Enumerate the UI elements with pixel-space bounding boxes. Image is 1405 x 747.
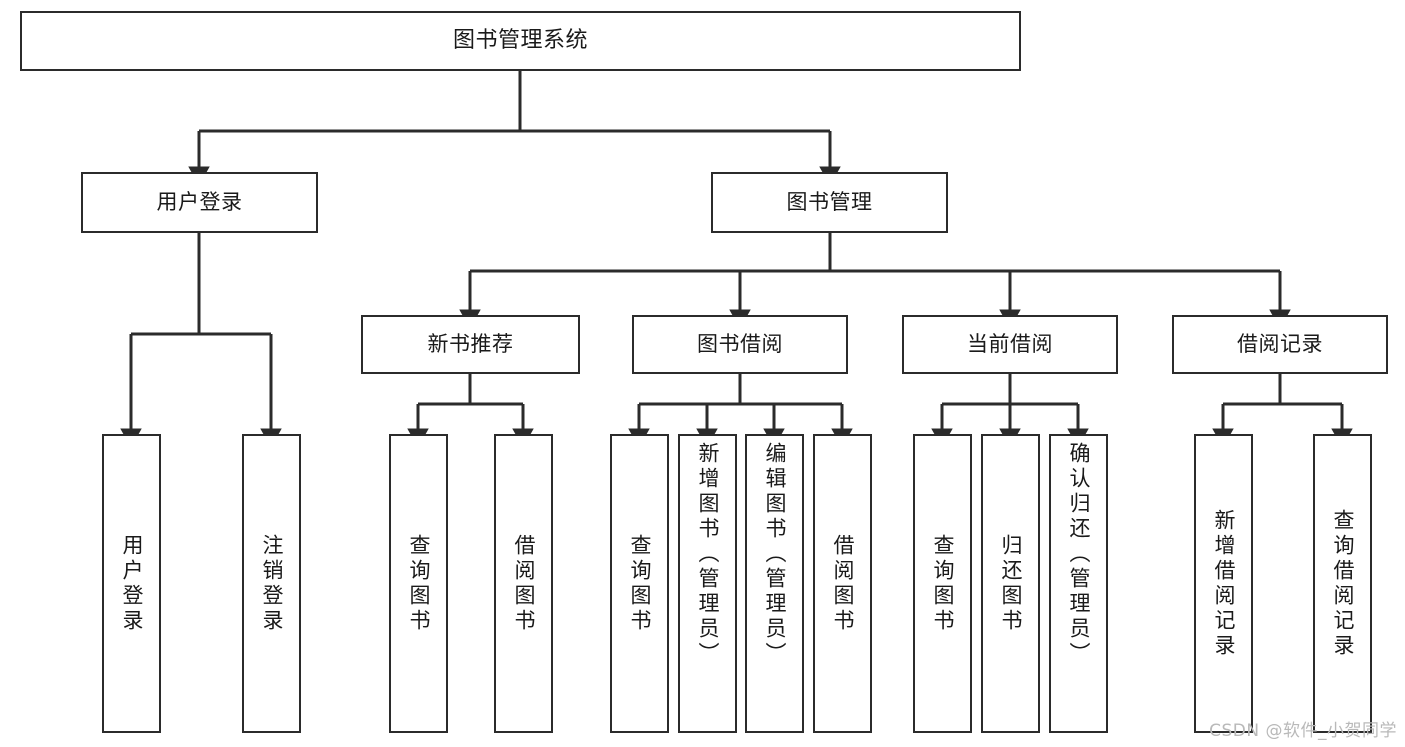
leaf-borrow-book-1-label: 借阅图书 <box>512 533 536 634</box>
node-borrow-record[interactable]: 借阅记录 <box>1172 315 1388 374</box>
leaf-borrow-book-2[interactable]: 借阅图书 <box>813 434 872 733</box>
leaf-query-book-1-label: 查询图书 <box>407 533 431 634</box>
watermark: CSDN @软件_小贺同学 <box>1209 721 1397 741</box>
leaf-edit-book-label: 编辑图书（管理员） <box>763 442 787 667</box>
leaf-borrow-book-1[interactable]: 借阅图书 <box>494 434 553 733</box>
leaf-query-record-label: 查询借阅记录 <box>1331 508 1355 659</box>
node-book-manage-label: 图书管理 <box>786 190 873 215</box>
leaf-user-login[interactable]: 用户登录 <box>102 434 161 733</box>
leaf-add-record-label: 新增借阅记录 <box>1212 508 1236 659</box>
leaf-confirm-return[interactable]: 确认归还（管理员） <box>1049 434 1108 733</box>
leaf-confirm-return-label: 确认归还（管理员） <box>1067 442 1091 667</box>
leaf-borrow-book-2-label: 借阅图书 <box>831 533 855 634</box>
node-current-borrow[interactable]: 当前借阅 <box>902 315 1118 374</box>
leaf-query-book-3[interactable]: 查询图书 <box>913 434 972 733</box>
leaf-add-record[interactable]: 新增借阅记录 <box>1194 434 1253 733</box>
node-new-book-recommend-label: 新书推荐 <box>427 332 514 357</box>
node-borrow-record-label: 借阅记录 <box>1237 332 1323 357</box>
leaf-query-book-2[interactable]: 查询图书 <box>610 434 669 733</box>
node-root-label: 图书管理系统 <box>452 28 588 54</box>
node-root[interactable]: 图书管理系统 <box>20 11 1021 71</box>
leaf-query-book-3-label: 查询图书 <box>931 533 955 634</box>
leaf-logout-label: 注销登录 <box>260 533 284 634</box>
node-book-borrow[interactable]: 图书借阅 <box>632 315 848 374</box>
leaf-add-book-label: 新增图书（管理员） <box>696 442 720 667</box>
leaf-add-book[interactable]: 新增图书（管理员） <box>678 434 737 733</box>
leaf-user-login-label: 用户登录 <box>120 533 144 634</box>
node-book-manage[interactable]: 图书管理 <box>711 172 948 233</box>
leaf-logout[interactable]: 注销登录 <box>242 434 301 733</box>
node-new-book-recommend[interactable]: 新书推荐 <box>361 315 580 374</box>
leaf-edit-book[interactable]: 编辑图书（管理员） <box>745 434 804 733</box>
leaf-query-book-1[interactable]: 查询图书 <box>389 434 448 733</box>
node-book-borrow-label: 图书借阅 <box>697 332 783 357</box>
leaf-query-book-2-label: 查询图书 <box>628 533 652 634</box>
node-current-borrow-label: 当前借阅 <box>967 332 1053 357</box>
leaf-return-book-label: 归还图书 <box>999 533 1023 634</box>
leaf-query-record[interactable]: 查询借阅记录 <box>1313 434 1372 733</box>
node-user-login[interactable]: 用户登录 <box>81 172 318 233</box>
leaf-return-book[interactable]: 归还图书 <box>981 434 1040 733</box>
node-user-login-label: 用户登录 <box>156 190 243 215</box>
